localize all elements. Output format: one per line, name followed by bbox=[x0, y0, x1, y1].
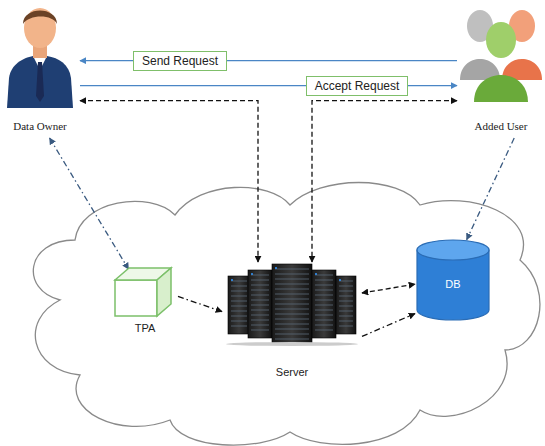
connector bbox=[467, 138, 515, 240]
node-label: TPA bbox=[135, 322, 156, 334]
server-rack-icon bbox=[222, 262, 362, 346]
node-label: DB bbox=[445, 278, 460, 290]
node-label: Added User bbox=[475, 120, 528, 132]
database-node: DB bbox=[415, 238, 491, 322]
node-label: Server bbox=[276, 366, 308, 378]
connector bbox=[362, 284, 415, 293]
person-icon bbox=[3, 0, 77, 108]
connector bbox=[50, 138, 129, 269]
user-group-icon bbox=[458, 0, 544, 104]
actor-node: Added User bbox=[457, 0, 545, 138]
cube-icon bbox=[113, 266, 177, 318]
node-label: Data Owner bbox=[13, 120, 66, 132]
edge-label: Send Request bbox=[133, 51, 227, 71]
server-node: Server bbox=[222, 262, 362, 386]
connector bbox=[362, 314, 415, 337]
edge-label: Accept Request bbox=[306, 76, 409, 96]
connector bbox=[80, 101, 258, 262]
actor-node: Data Owner bbox=[0, 0, 80, 138]
connector bbox=[178, 296, 222, 311]
connector bbox=[312, 101, 457, 262]
tpa-node: TPA bbox=[112, 266, 178, 346]
